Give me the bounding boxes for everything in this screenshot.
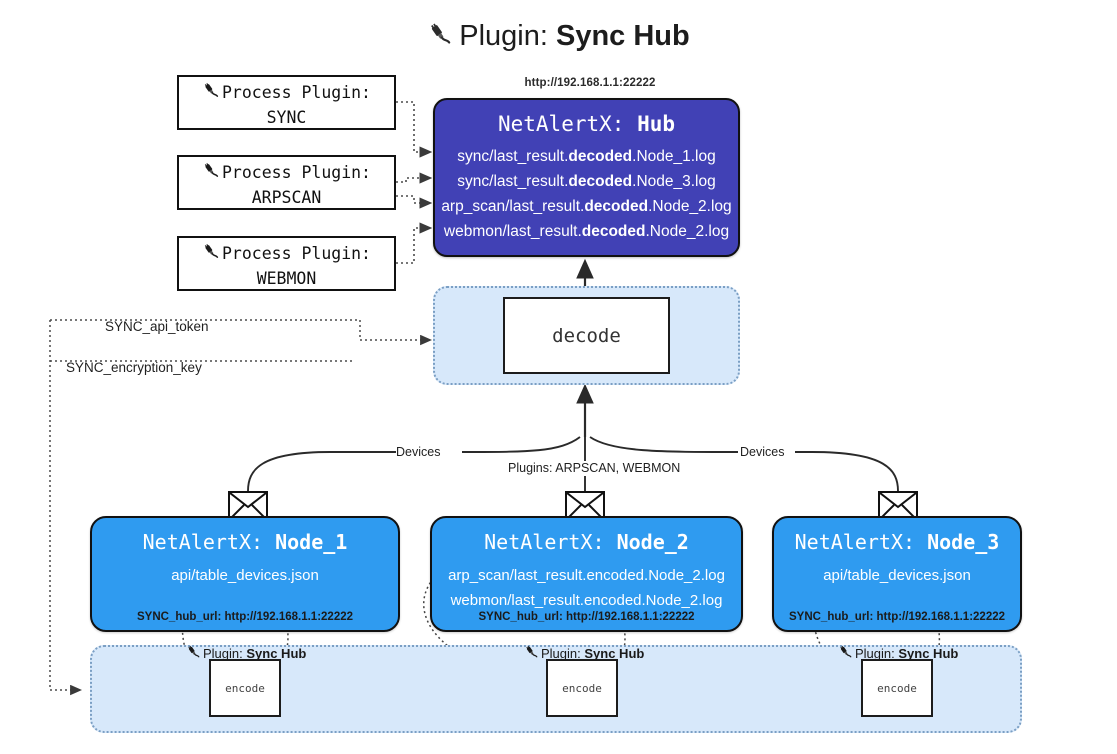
plug-icon: [202, 82, 220, 107]
hub-log-line: sync/last_result.decoded.Node_1.log: [435, 144, 738, 169]
sync-hub-plugin-label: Plugin: Sync Hub: [524, 645, 644, 663]
log-emphasis: decoded: [584, 198, 649, 215]
node-line-list: api/table_devices.json: [92, 563, 398, 588]
log-emphasis: decoded: [568, 173, 633, 190]
node-title-name: Node_3: [927, 530, 1000, 554]
flow-label-devices-left: Devices: [396, 445, 441, 459]
flow-label-devices-right: Devices: [740, 445, 785, 459]
sync-hub-plugin-name: Sync Hub: [246, 646, 307, 661]
node-line-list: api/table_devices.json: [774, 563, 1020, 588]
node-hub-url: SYNC_hub_url: http://192.168.1.1:22222: [136, 611, 354, 623]
sync-hub-plugin-name: Sync Hub: [584, 646, 645, 661]
encode-box[interactable]: encode: [209, 659, 281, 717]
hub-title-prefix: NetAlertX:: [497, 112, 638, 136]
sync-hub-plugin-label: Plugin: Sync Hub: [186, 645, 306, 663]
log-suffix: .Node_1.log: [632, 148, 716, 165]
node-line: arp_scan/last_result.encoded.Node_2.log: [448, 567, 725, 584]
process-plugin-name: SYNC: [266, 108, 307, 127]
node-line: api/table_devices.json: [823, 567, 971, 584]
log-suffix: .Node_2.log: [645, 223, 730, 240]
sync-hub-plugin-prefix: Plugin:: [541, 646, 585, 661]
page-title: Plugin: Sync Hub: [0, 18, 1117, 57]
hub-title-name: Hub: [637, 112, 675, 136]
process-plugin-box-webmon[interactable]: Process Plugin: WEBMON: [177, 236, 396, 291]
flow-label-plugins: Plugins: ARPSCAN, WEBMON: [508, 461, 681, 475]
node-box-node-3[interactable]: NetAlertX: Node_3 api/table_devices.json…: [772, 516, 1022, 632]
node-line-list: arp_scan/last_result.encoded.Node_2.log …: [432, 563, 741, 613]
encode-box[interactable]: encode: [861, 659, 933, 717]
flow-label-encryption-key: SYNC_encryption_key: [66, 360, 202, 375]
log-emphasis: decoded: [581, 223, 646, 240]
process-plugin-title: Process Plugin:: [179, 157, 394, 187]
node-line: api/table_devices.json: [171, 567, 319, 584]
process-plugin-label: Process Plugin:: [221, 244, 371, 263]
process-plugin-label: Process Plugin:: [221, 83, 371, 102]
hub-log-line: sync/last_result.decoded.Node_3.log: [435, 169, 738, 194]
hub-log-line: webmon/last_result.decoded.Node_2.log: [435, 219, 738, 244]
hub-log-line: arp_scan/last_result.decoded.Node_2.log: [435, 194, 738, 219]
process-plugin-name: ARPSCAN: [251, 188, 322, 207]
page-title-prefix: Plugin:: [459, 20, 556, 52]
node-box-node-2[interactable]: NetAlertX: Node_2 arp_scan/last_result.e…: [430, 516, 743, 632]
process-plugin-title: Process Plugin:: [179, 238, 394, 268]
hub-box[interactable]: NetAlertX: Hub sync/last_result.decoded.…: [433, 98, 740, 257]
plug-icon: [524, 645, 539, 663]
node-title-name: Node_2: [616, 530, 689, 554]
log-prefix: webmon/last_result.: [443, 223, 582, 240]
sync-hub-plugin-prefix: Plugin:: [855, 646, 899, 661]
process-plugin-name: WEBMON: [256, 269, 317, 288]
sync-hub-plugin-name: Sync Hub: [898, 646, 959, 661]
plug-icon: [202, 243, 220, 268]
log-suffix: .Node_3.log: [632, 173, 716, 190]
plug-icon: [427, 21, 453, 57]
node-title: NetAlertX: Node_3: [774, 530, 1020, 554]
hub-log-list: sync/last_result.decoded.Node_1.log sync…: [435, 144, 738, 244]
node-title: NetAlertX: Node_1: [92, 530, 398, 554]
plug-icon: [186, 645, 201, 663]
log-emphasis: decoded: [568, 148, 633, 165]
node-title-prefix: NetAlertX:: [484, 530, 617, 554]
process-plugin-title: Process Plugin:: [179, 77, 394, 107]
decode-box[interactable]: decode: [503, 297, 670, 374]
sync-hub-plugin-prefix: Plugin:: [203, 646, 247, 661]
process-plugin-label: Process Plugin:: [221, 163, 371, 182]
node-title-name: Node_1: [275, 530, 348, 554]
node-title-prefix: NetAlertX:: [794, 530, 928, 554]
page-title-name: Sync Hub: [555, 20, 690, 52]
node-box-node-1[interactable]: NetAlertX: Node_1 api/table_devices.json…: [90, 516, 400, 632]
node-title: NetAlertX: Node_2: [432, 530, 741, 554]
log-suffix: .Node_2.log: [648, 198, 732, 215]
node-title-prefix: NetAlertX:: [142, 530, 276, 554]
node-hub-url: SYNC_hub_url: http://192.168.1.1:22222: [788, 611, 1006, 623]
process-plugin-box-arpscan[interactable]: Process Plugin: ARPSCAN: [177, 155, 396, 210]
log-prefix: sync/last_result.: [457, 148, 569, 165]
log-prefix: sync/last_result.: [457, 173, 569, 190]
process-plugin-box-sync[interactable]: Process Plugin: SYNC: [177, 75, 396, 130]
plug-icon: [202, 162, 220, 187]
sync-hub-plugin-label: Plugin: Sync Hub: [838, 645, 958, 663]
plug-icon: [838, 645, 853, 663]
flow-label-api-token: SYNC_api_token: [105, 319, 209, 334]
node-hub-url: SYNC_hub_url: http://192.168.1.1:22222: [478, 611, 695, 623]
node-line: webmon/last_result.encoded.Node_2.log: [450, 592, 723, 609]
log-prefix: arp_scan/last_result.: [441, 198, 585, 215]
encode-box[interactable]: encode: [546, 659, 618, 717]
hub-url-label: http://192.168.1.1:22222: [524, 77, 656, 89]
hub-title: NetAlertX: Hub: [435, 112, 738, 136]
